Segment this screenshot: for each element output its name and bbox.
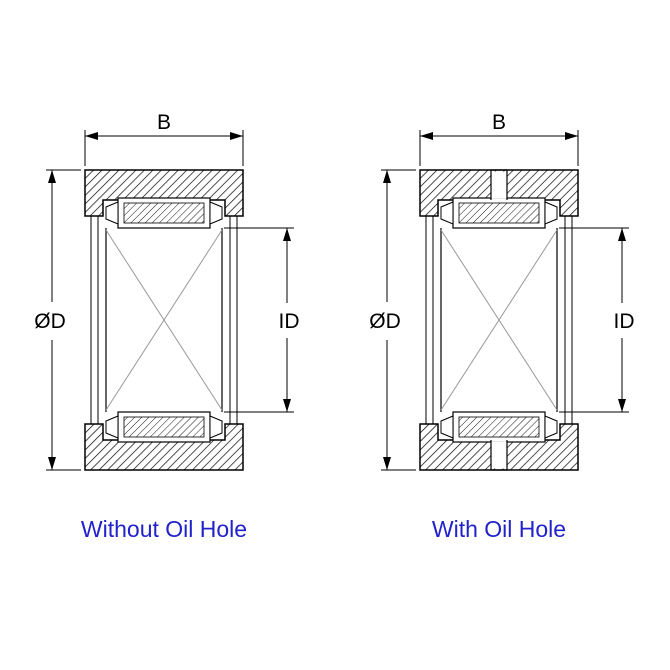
- oil-hole-bottom: [490, 440, 508, 471]
- dim-label-outer-diameter-left: ØD: [34, 310, 66, 333]
- bearing-section-with-oil-hole: B ØD ID With Oil Hole: [369, 111, 634, 542]
- caption-without-oil-hole: Without Oil Hole: [81, 516, 247, 542]
- dim-label-width-left: B: [157, 111, 171, 134]
- dim-label-outer-diameter-right: ØD: [369, 310, 401, 333]
- bearing-section-without-oil-hole: B ØD ID Without Oil Hole: [34, 111, 299, 542]
- oil-hole-top: [490, 169, 508, 200]
- caption-with-oil-hole: With Oil Hole: [432, 516, 566, 542]
- dim-label-inner-diameter-right: ID: [614, 310, 635, 333]
- dim-label-inner-diameter-left: ID: [279, 310, 300, 333]
- dim-label-width-right: B: [492, 111, 506, 134]
